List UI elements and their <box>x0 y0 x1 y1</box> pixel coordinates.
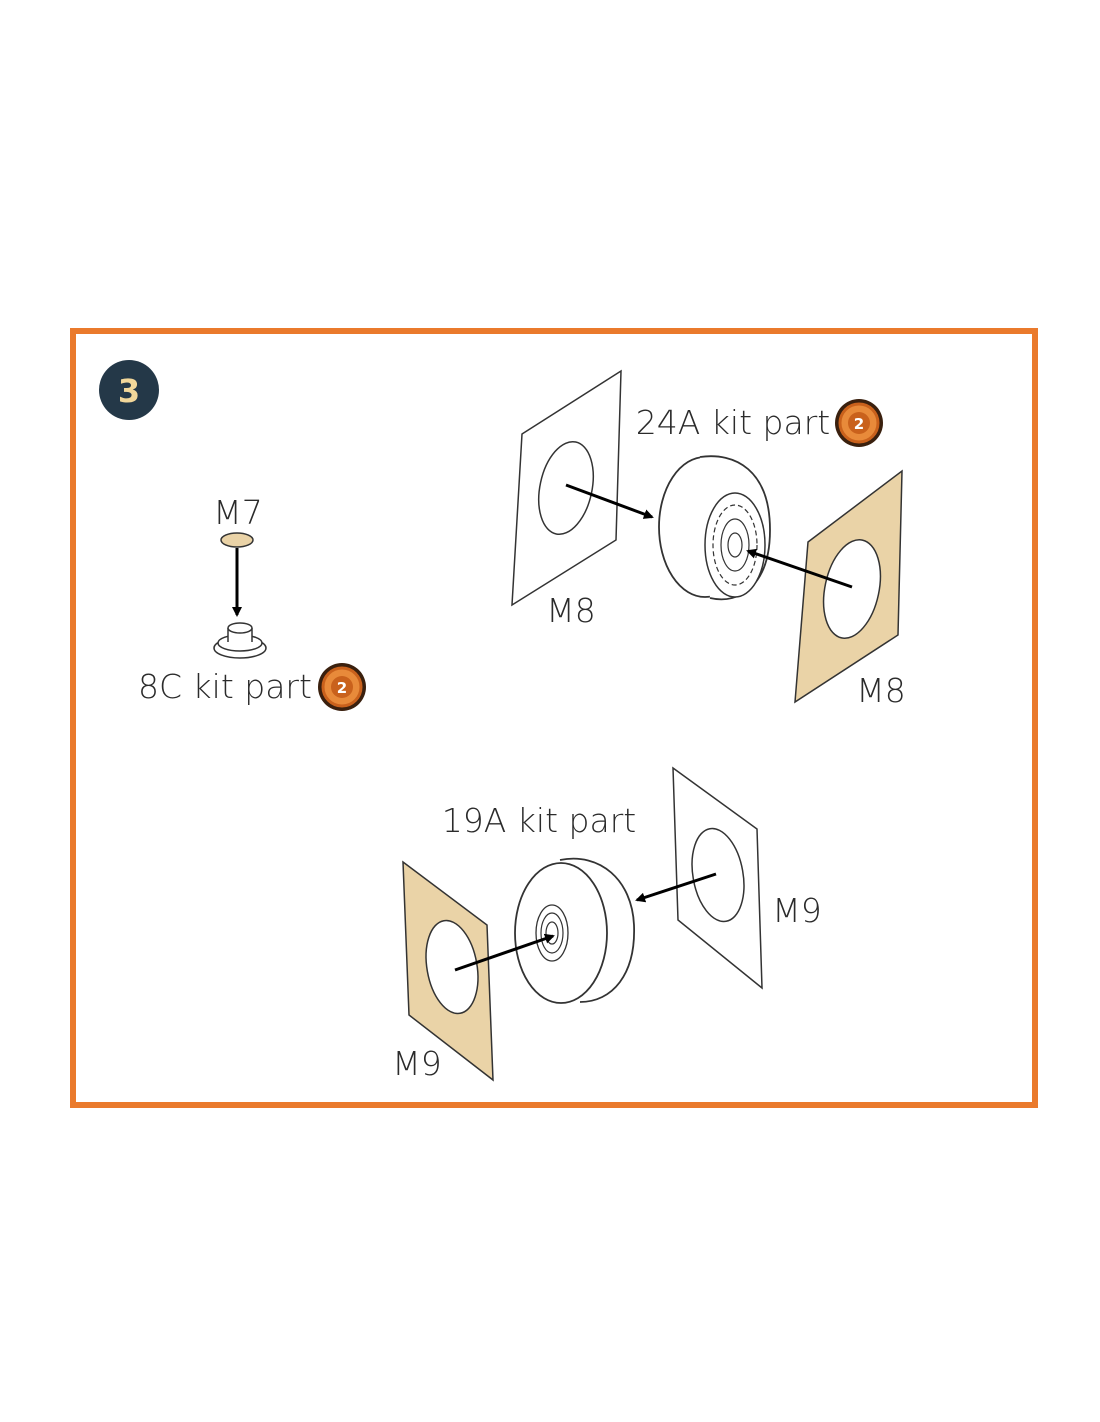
step-frame <box>70 328 1038 1108</box>
mask-m9-left <box>402 860 494 1082</box>
step-badge: 3 <box>99 360 159 420</box>
kit-part-icon: 2 <box>835 399 883 447</box>
arrow-m9-left <box>454 933 555 972</box>
svg-text:2: 2 <box>854 415 864 433</box>
m9-right-label: M9 <box>772 891 821 930</box>
m9-left-label: M9 <box>392 1044 441 1083</box>
part-8c-label: 8C kit part <box>138 667 312 706</box>
arrow-m8-right <box>746 548 853 589</box>
m8-left-label: M8 <box>546 591 595 630</box>
wheel-24a-assembly: M8 24A kit part 2 M8 <box>511 369 906 710</box>
wheel-24a <box>658 455 771 601</box>
wheel-19a <box>514 857 635 1004</box>
mask-m8-left <box>511 369 622 607</box>
kit-part-icon: 2 <box>318 663 366 711</box>
part-8c-hub <box>213 622 267 659</box>
part-24a-label: 24A kit part <box>636 403 830 442</box>
mask-m9-right <box>672 766 763 990</box>
part-19a-label: 19A kit part <box>442 801 636 840</box>
m8-right-label: M8 <box>856 671 905 710</box>
svg-text:2: 2 <box>337 679 347 697</box>
m7-label: M7 <box>213 493 262 532</box>
wheel-19a-assembly: 19A kit part M9 M9 <box>392 766 822 1083</box>
m7-assembly: M7 8C kit part 2 <box>138 493 366 711</box>
m7-disc <box>220 532 254 548</box>
arrow-m8-left <box>565 483 654 519</box>
step-number: 3 <box>118 372 140 410</box>
arrow-m9-right <box>635 872 717 903</box>
